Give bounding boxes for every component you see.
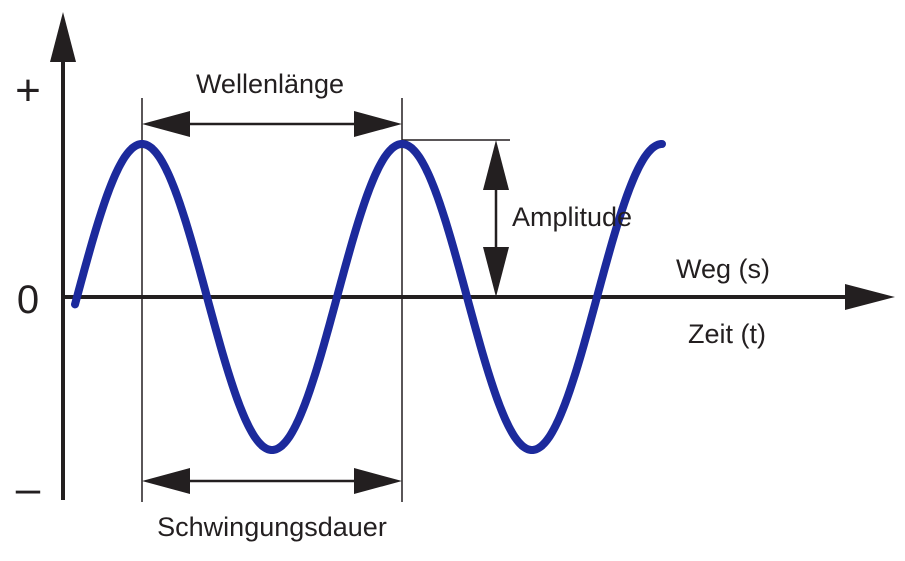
amplitude-arrow	[483, 140, 509, 297]
path-axis-label: Weg (s)	[676, 254, 770, 284]
period-arrow	[142, 468, 402, 494]
wavelength-arrow	[142, 111, 402, 137]
plus-sign-label: +	[15, 66, 41, 115]
amplitude-label: Amplitude	[512, 202, 632, 232]
period-label: Schwingungsdauer	[157, 512, 387, 542]
time-axis-label: Zeit (t)	[688, 319, 766, 349]
sine-wave	[71, 140, 666, 454]
y-axis-arrowhead	[50, 12, 76, 62]
x-axis-arrowhead	[845, 284, 895, 310]
wavelength-label: Wellenlänge	[196, 69, 344, 99]
zero-label: 0	[17, 278, 39, 322]
minus-sign-label: –	[16, 464, 41, 513]
